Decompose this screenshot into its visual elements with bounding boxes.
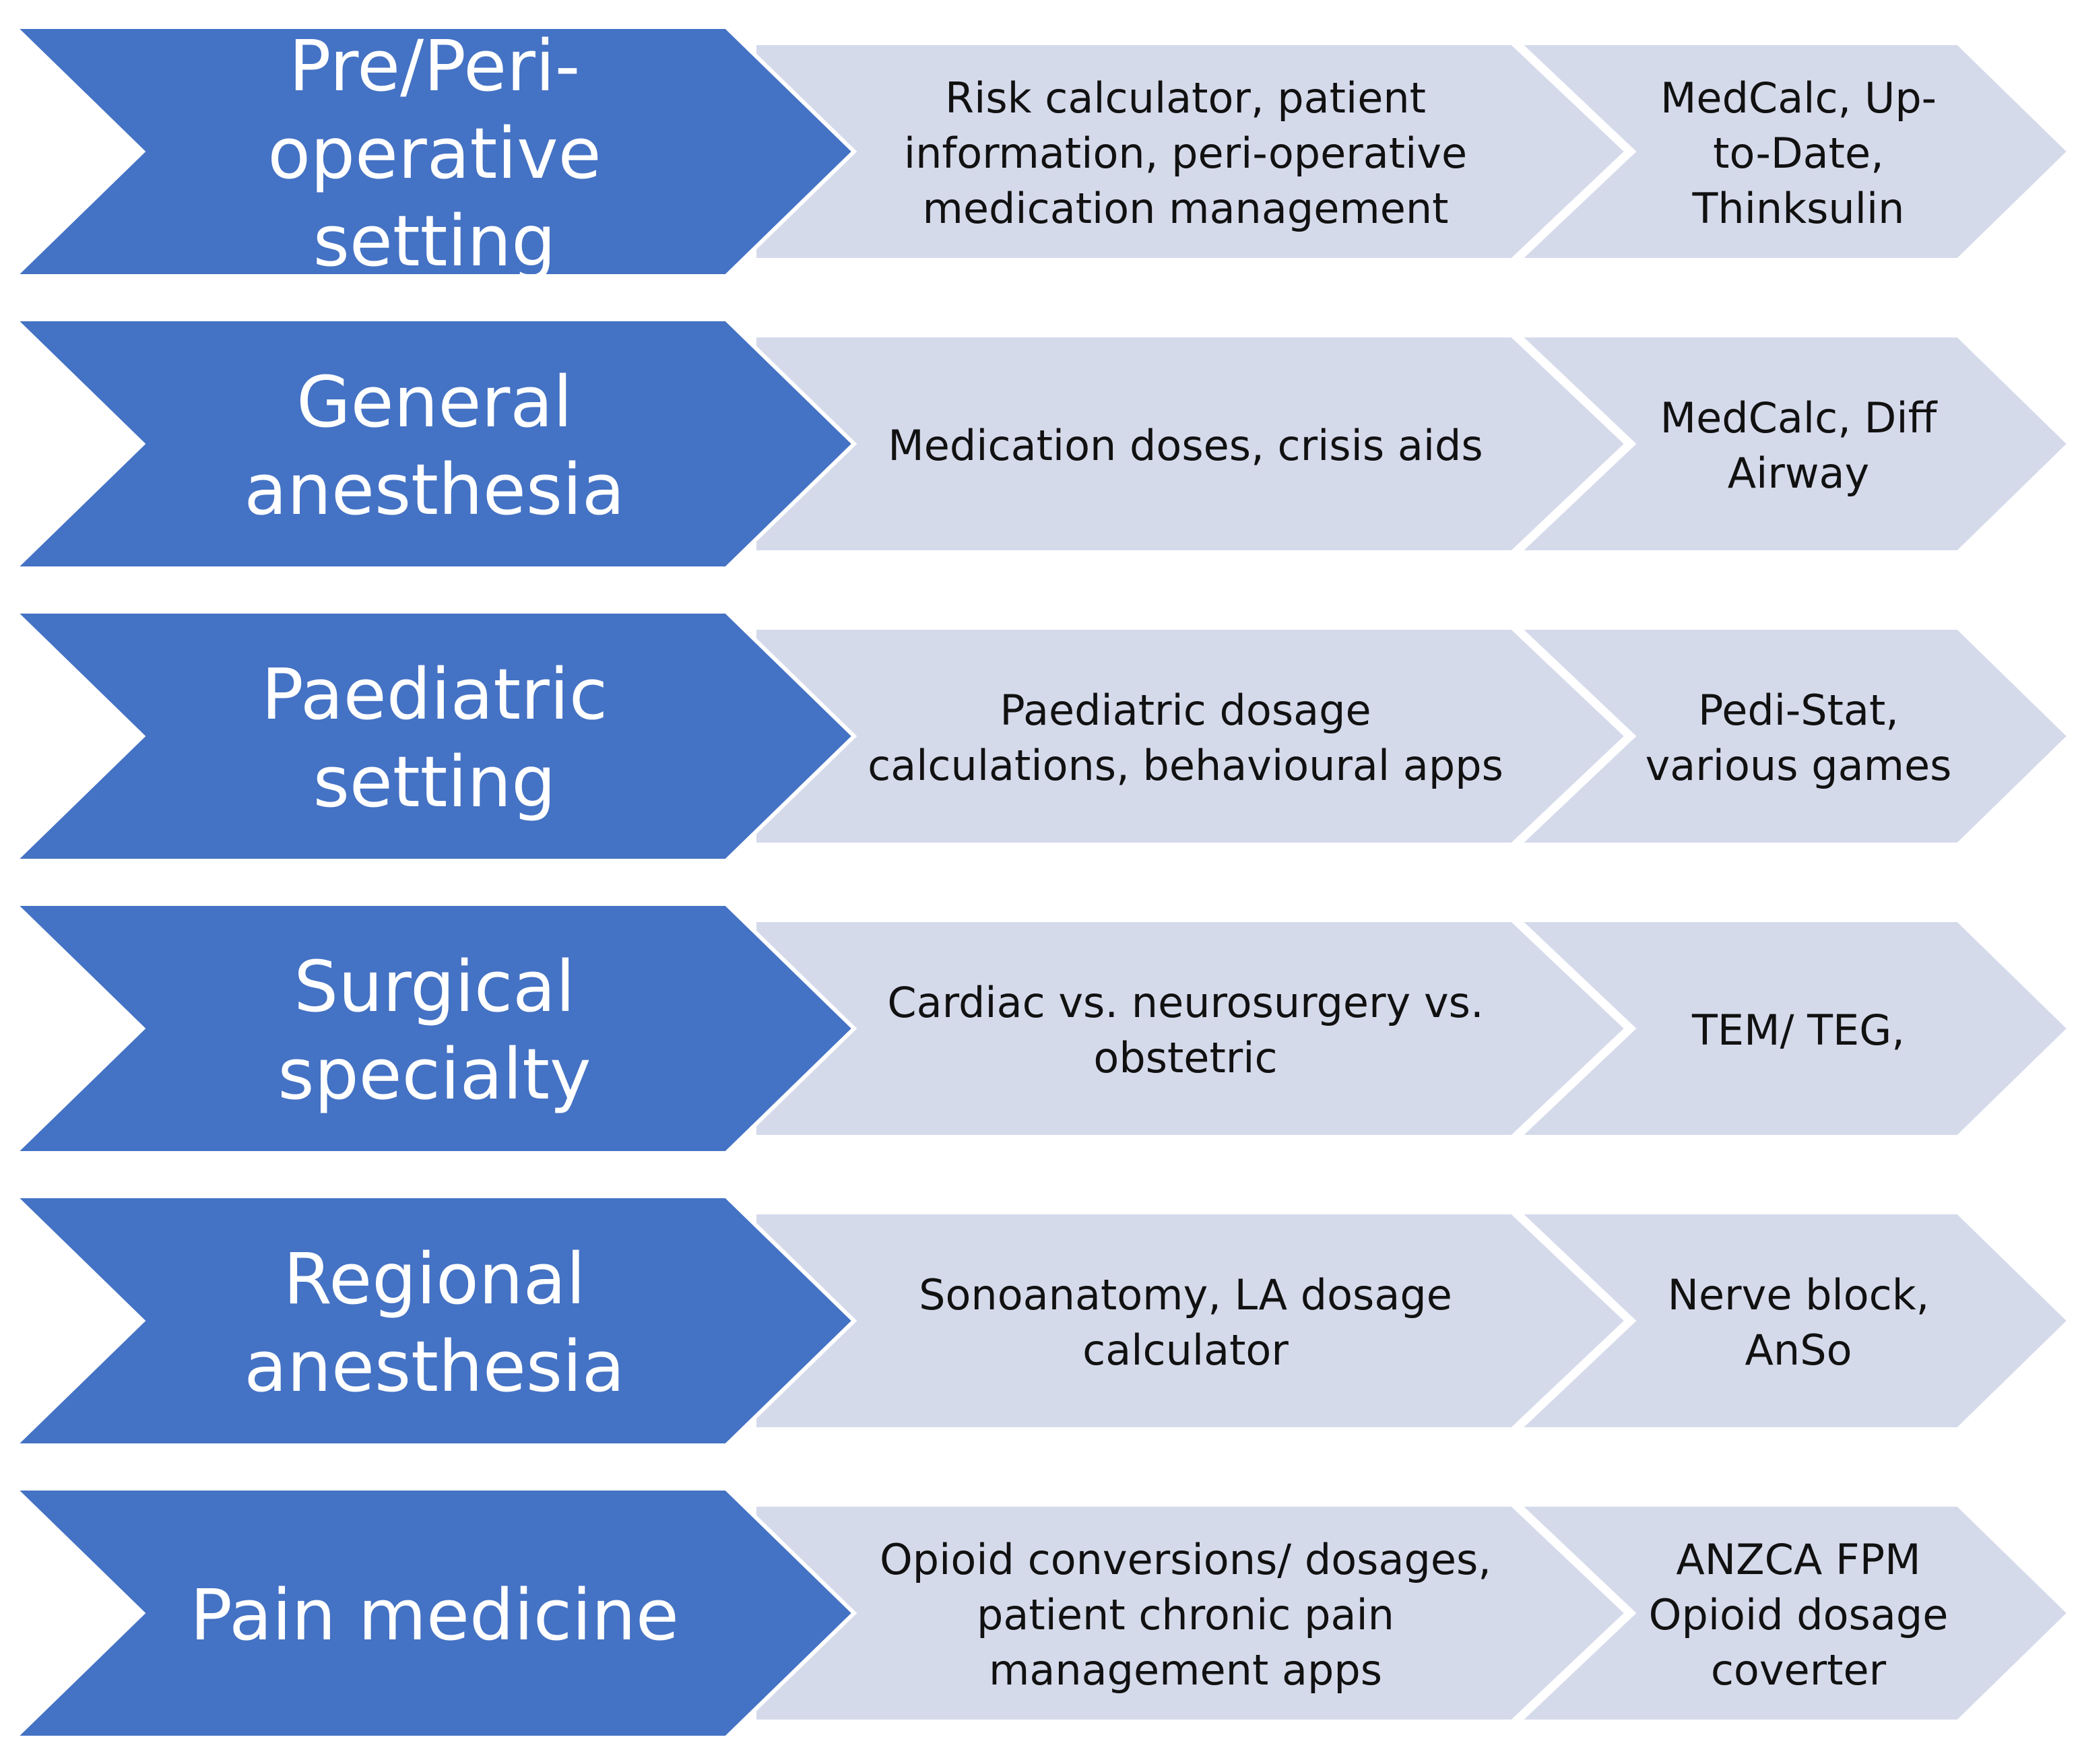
examples-label: ANZCA FPM Opioid dosage coverter (1648, 1535, 1949, 1695)
setting-chevron (9, 1487, 857, 1740)
examples-chevron (1514, 1210, 2073, 1431)
application-label: Cardiac vs. neurosurgery vs. obstetric (887, 978, 1484, 1082)
setting-label: Pain medicine (190, 1574, 679, 1656)
examples-chevron (1514, 333, 2073, 554)
application-label: Medication doses, crisis aids (888, 421, 1483, 470)
examples-label: MedCalc, Diff Airway (1660, 393, 1937, 498)
application-label: Risk calculator, patient information, pe… (903, 73, 1468, 233)
application-label: Opioid conversions/ dosages, patient chr… (880, 1535, 1491, 1695)
examples-chevron (1514, 41, 2073, 262)
setting-label: Paediatric setting (261, 653, 608, 823)
application-label: Sonoanatomy, LA dosage calculator (919, 1270, 1452, 1375)
examples-chevron (1514, 626, 2073, 847)
setting-label: General anesthesia (244, 361, 625, 531)
examples-label: Pedi-Stat, various games (1645, 686, 1952, 790)
setting-chevron (9, 25, 857, 278)
setting-label: Regional anesthesia (244, 1238, 625, 1408)
setting-chevron (9, 902, 857, 1155)
setting-label: Surgical specialty (278, 946, 591, 1115)
setting-chevron (9, 317, 857, 570)
application-label: Paediatric dosage calculations, behaviou… (868, 686, 1503, 790)
setting-chevron (9, 610, 857, 863)
examples-chevron (1514, 1503, 2073, 1724)
examples-chevron (1514, 918, 2073, 1139)
examples-label: TEM/ TEG, (1692, 1006, 1905, 1055)
examples-label: MedCalc, Up- to-Date, Thinksulin (1660, 73, 1937, 233)
setting-chevron (9, 1194, 857, 1447)
examples-label: Nerve block, AnSo (1667, 1270, 1930, 1375)
setting-label: Pre/Peri- operative setting (267, 25, 602, 282)
